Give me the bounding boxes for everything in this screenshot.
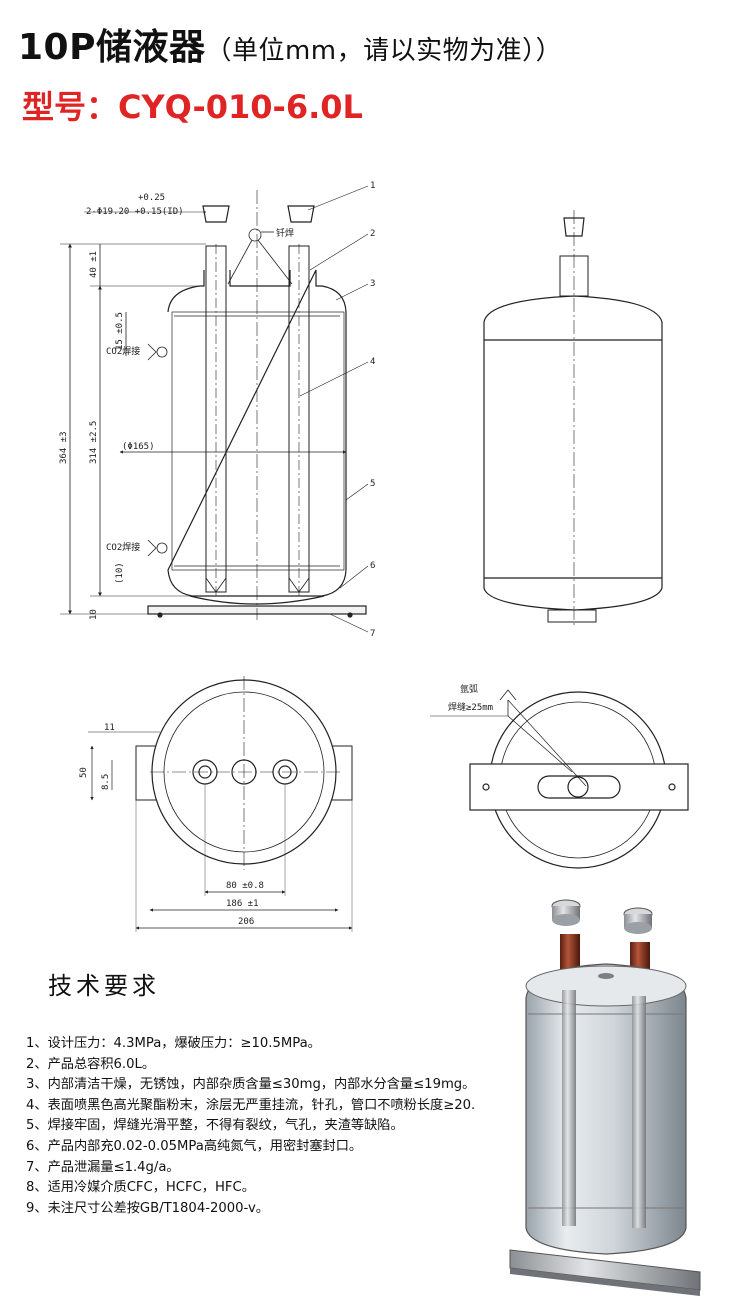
top-dimension-labels: 11 50 8.5 80 ±0.8 186 ±1 206 — [79, 723, 264, 927]
dim-40: 40 ±1 — [89, 251, 99, 278]
model-number: 型号：CYQ-010-6.0L — [22, 88, 363, 126]
requirement-item: 3、内部清洁干燥，无锈蚀，内部杂质含量≤30mg，内部水分含量≤19mg。 — [26, 1077, 476, 1093]
title-main: 10P储液器 — [18, 27, 206, 68]
requirement-item: 7、产品泄漏量≤1.4g/a。 — [26, 1159, 180, 1175]
co2-weld-label-lower: CO2焊接 — [106, 541, 140, 553]
co2-weld-label-upper: CO2焊接 — [106, 345, 140, 357]
requirement-item: 1、设计压力：4.3MPa，爆破压力：≥10.5MPa。 — [26, 1036, 321, 1051]
dim-364: 364 ±3 — [59, 431, 69, 464]
requirement-item: 6、产品内部充0.02-0.05MPa高纯氮气，用密封塞封口。 — [26, 1138, 363, 1154]
dim-8-5: 8.5 — [101, 774, 111, 790]
product-render — [509, 899, 701, 1296]
top-view — [88, 676, 353, 932]
weld-label-argon: 氩弧 — [460, 683, 478, 695]
requirements-title: 技术要求 — [48, 972, 160, 1000]
side-exterior-view — [483, 210, 663, 626]
callout-2: 2 — [370, 229, 375, 239]
dim-80: 80 ±0.8 — [226, 881, 264, 891]
dim-15: 15 ±0.5 — [115, 312, 125, 350]
callout-5: 5 — [370, 479, 375, 489]
page-title: 10P储液器（单位mm，请以实物为准）） — [18, 18, 562, 70]
dim-50: 50 — [79, 767, 89, 778]
callout-6: 6 — [370, 561, 375, 571]
requirement-item: 4、表面喷黑色高光聚酯粉末，涂层无严重挂流，针孔，管口不喷粉长度≥20. — [26, 1097, 476, 1113]
requirement-item: 5、焊接牢固，焊缝光滑平整，不得有裂纹，气孔，夹渣等缺陷。 — [26, 1118, 404, 1134]
requirement-item: 8、适用冷媒介质CFC，HCFC，HFC。 — [26, 1180, 255, 1196]
title-note: （单位mm，请以实物为准）） — [205, 36, 563, 66]
dim-10-ref: (10) — [115, 562, 125, 584]
tolerance-upper: +0.25 — [138, 193, 165, 203]
braze-label: 钎焊 — [276, 227, 294, 239]
dim-314: 314 ±2.5 — [89, 421, 99, 464]
callout-1: 1 — [370, 181, 375, 191]
dim-10: 10 — [89, 609, 99, 620]
dim-206: 206 — [238, 917, 254, 927]
callout-7: 7 — [370, 629, 375, 639]
requirements-list: 1、设计压力：4.3MPa，爆破压力：≥10.5MPa。 2、产品总容积6.0L… — [26, 1034, 521, 1219]
bottom-view — [430, 689, 689, 869]
diameter-label: (Φ165) — [122, 442, 155, 452]
requirement-item: 9、未注尺寸公差按GB/T1804-2000-v。 — [26, 1200, 269, 1216]
bottom-view-labels: 氩弧 焊缝≥25mm — [448, 683, 493, 713]
weld-label-length: 焊缝≥25mm — [448, 701, 493, 713]
callout-3: 3 — [370, 279, 375, 289]
dim-186: 186 ±1 — [226, 899, 259, 909]
tolerance-pipe-id: 2-Φ19.20 +0.15(ID) — [86, 207, 184, 217]
front-section-view — [60, 185, 369, 633]
front-dimension-labels: +0.25 2-Φ19.20 +0.15(ID) 钎焊 CO2焊接 CO2焊接 … — [59, 181, 375, 639]
callout-4: 4 — [370, 357, 375, 367]
dim-11: 11 — [104, 723, 115, 733]
requirement-item: 2、产品总容积6.0L。 — [26, 1056, 156, 1072]
